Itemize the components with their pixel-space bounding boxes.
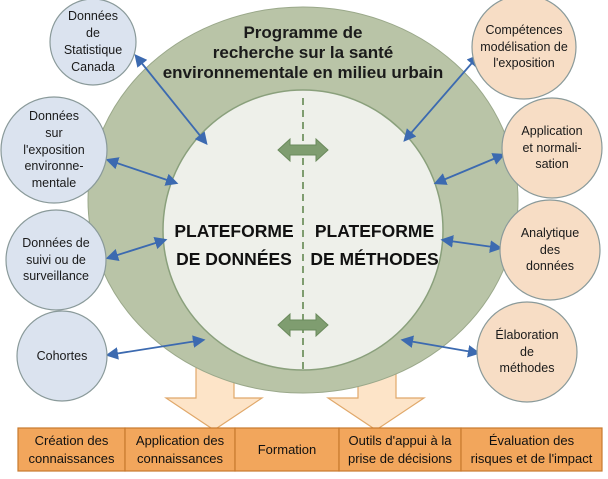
data-source-label-2: Données sur l'exposition environne- ment… [23, 108, 85, 191]
output-box-4 [338, 427, 462, 472]
data-source-node-1 [49, 0, 137, 86]
program-title: Programme de recherche sur la santé envi… [162, 22, 444, 83]
method-node-1 [471, 0, 577, 100]
output-label-2: Application des connaissances [135, 433, 225, 466]
method-label-2: Application et normali- sation [521, 123, 583, 172]
output-box-3 [234, 427, 340, 472]
connector-data-2 [105, 157, 179, 186]
output-box-1 [17, 427, 126, 472]
connector-method-2 [433, 153, 506, 185]
output-label-1: Création des connaissances [28, 433, 115, 466]
connector-method-3 [440, 235, 503, 253]
method-node-3 [499, 199, 601, 301]
connector-method-1 [403, 54, 480, 142]
data-source-node-3 [5, 209, 107, 311]
output-box-5 [460, 427, 603, 472]
data-source-label-1: Données de Statistique Canada [63, 9, 123, 74]
data-source-node-2 [0, 96, 108, 204]
connector-method-4 [400, 335, 481, 358]
output-label-4: Outils d'appui à la prise de décisions [347, 433, 453, 466]
data-source-node-4 [16, 310, 108, 402]
platform-methods-label: PLATEFORME DE MÉTHODES [310, 221, 439, 269]
double-arrow-top-icon [277, 137, 329, 163]
data-source-label-4: Cohortes [36, 348, 88, 363]
output-label-3: Formation [257, 441, 317, 457]
platform-data-label: PLATEFORME DE DONNÉES [174, 221, 294, 269]
method-label-3: Analytique des données [520, 225, 580, 274]
method-node-2 [501, 97, 603, 199]
connector-data-3 [105, 237, 168, 261]
double-arrow-bottom-icon [277, 312, 329, 338]
method-label-4: Élaboration de méthodes [495, 327, 559, 376]
method-node-4 [476, 301, 578, 403]
output-label-5: Évaluation des risques et de l'impact [470, 433, 593, 466]
connector-data-1 [134, 54, 208, 145]
data-source-label-3: Données de suivi ou de surveillance [22, 235, 90, 284]
connector-data-4 [105, 335, 206, 360]
method-label-1: Compétences modélisation de l'exposition [480, 22, 568, 71]
